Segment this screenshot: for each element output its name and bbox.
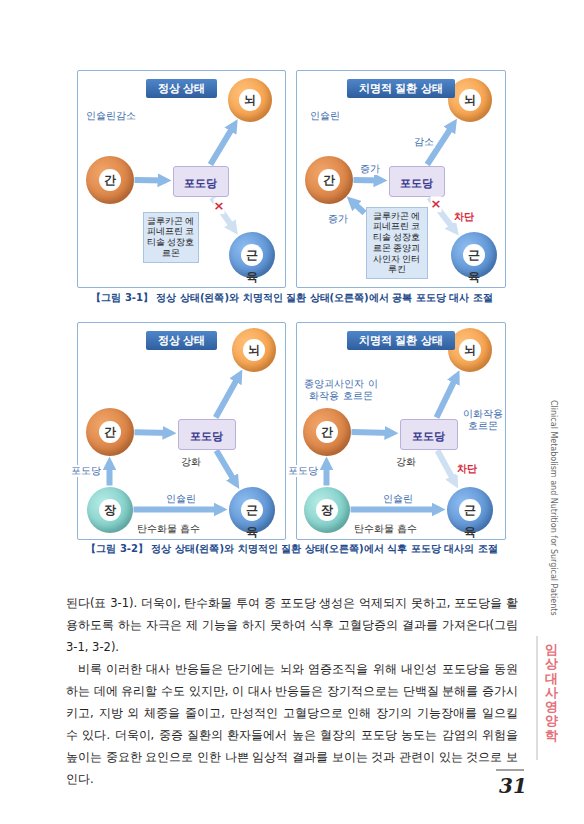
muscle-circle: 근육 bbox=[447, 487, 493, 533]
block-mark: × bbox=[214, 198, 225, 214]
brain-circle: 뇌 bbox=[228, 78, 272, 122]
section-tab: 임상 대사 영양학 bbox=[545, 643, 558, 743]
muscle-circle: 근육 bbox=[451, 232, 497, 278]
muscle-circle: 근육 bbox=[229, 487, 275, 533]
node-label: 뇌 bbox=[239, 89, 261, 111]
node-label: 근육 bbox=[241, 499, 263, 521]
flow-arrow bbox=[212, 198, 234, 230]
flow-arrow bbox=[324, 463, 330, 486]
glucose-box: 포도당 bbox=[400, 419, 458, 450]
annotation: 인슐린감소 bbox=[86, 110, 136, 122]
figure-caption: 【그림 3-1】 정상 상태(왼쪽)와 치명적인 질환 상태(오른쪽)에서 공복… bbox=[62, 292, 522, 304]
node-label: 근육 bbox=[463, 244, 485, 266]
panel-heading: 정상 상태 bbox=[146, 79, 218, 98]
liver-circle: 간 bbox=[86, 408, 134, 456]
flow-arrow bbox=[134, 429, 170, 436]
arrow-label: 증가 bbox=[327, 213, 349, 225]
annotation: 종양괴사인자 이화작용 호르몬 bbox=[300, 378, 382, 402]
annotation: 탄수화물 흡수 bbox=[354, 523, 417, 535]
arrow-label: 차단 bbox=[453, 211, 475, 223]
arrow-label: 포도당 bbox=[70, 465, 102, 477]
arrow-label: 감소 bbox=[413, 136, 435, 148]
page-number-rule bbox=[496, 770, 524, 771]
arrow-label: 인슐린 bbox=[382, 493, 414, 505]
node-label: 뇌 bbox=[243, 339, 265, 361]
flow-arrow bbox=[216, 451, 236, 484]
node-label: 장 bbox=[316, 499, 338, 521]
node-label: 근육 bbox=[241, 244, 263, 266]
running-title: Clinical Metabolism and Nutrition for Su… bbox=[548, 400, 558, 616]
flow-arrow bbox=[351, 432, 392, 433]
panel-heading: 치명적 질환 상태 bbox=[347, 331, 456, 350]
flow-arrow bbox=[134, 177, 165, 184]
annotation: 강화 bbox=[396, 456, 416, 468]
hormone-box: 글루카곤 에피네프린 코티솔 성장호르몬 bbox=[143, 212, 199, 263]
arrow-label: 차단 bbox=[456, 463, 478, 475]
liver-circle: 간 bbox=[305, 156, 353, 204]
flow-arrow bbox=[216, 375, 240, 418]
panel-heading: 정상 상태 bbox=[146, 331, 218, 350]
liver-circle: 간 bbox=[86, 156, 134, 204]
glucose-box: 포도당 bbox=[178, 419, 236, 450]
annotation: 인슐린 bbox=[310, 110, 340, 122]
body-text: 된다(표 3-1). 더욱이, 탄수화물 투여 중 포도당 생성은 억제되지 못… bbox=[66, 592, 518, 790]
panel-box: 뇌간 포도당근육 글루카곤 에피네프린 코티솔 성장호르몬 정상 상태 bbox=[77, 70, 286, 288]
flow-arrow bbox=[351, 507, 440, 513]
body-paragraph: 비록 이러한 대사 반응들은 단기에는 뇌와 염증조직을 위해 내인성 포도당을… bbox=[66, 658, 518, 790]
node-label: 간 bbox=[318, 169, 340, 191]
brain-circle: 뇌 bbox=[232, 328, 276, 372]
flow-arrow bbox=[437, 376, 457, 418]
annotation: 이화작용 호르몬 bbox=[460, 408, 506, 432]
node-label: 포도당 bbox=[400, 177, 433, 190]
node-label: 장 bbox=[99, 499, 121, 521]
hormone-box: 글루카곤 에피네프린 코티솔 성장호르몬 종양괴사인자 인터루킨 bbox=[366, 207, 428, 280]
node-label: 포도당 bbox=[184, 177, 217, 190]
node-label: 포도당 bbox=[190, 430, 223, 443]
flow-arrow bbox=[437, 451, 455, 484]
node-label: 뇌 bbox=[459, 339, 481, 361]
arrow-label: 포도당 bbox=[287, 465, 319, 477]
flow-arrow bbox=[351, 201, 364, 213]
body-paragraph: 된다(표 3-1). 더욱이, 탄수화물 투여 중 포도당 생성은 억제되지 못… bbox=[66, 592, 518, 658]
node-label: 근육 bbox=[459, 499, 481, 521]
gut-circle: 장 bbox=[304, 487, 350, 533]
flow-arrow bbox=[210, 124, 234, 164]
flow-arrow bbox=[353, 177, 381, 183]
annotation: 탄수화물 흡수 bbox=[137, 523, 200, 535]
node-label: 간 bbox=[316, 421, 338, 443]
muscle-circle: 근육 bbox=[229, 232, 275, 278]
node-label: 글루카곤 에피네프린 코티솔 성장호르몬 bbox=[146, 216, 196, 259]
flow-arrow bbox=[134, 507, 222, 513]
gut-circle: 장 bbox=[87, 487, 133, 533]
node-label: 간 bbox=[99, 169, 121, 191]
arrow-label: 인슐린 bbox=[165, 493, 197, 505]
glucose-box: 포도당 bbox=[173, 166, 229, 197]
flow-arrow bbox=[107, 463, 113, 486]
panel-heading: 치명적 질환 상태 bbox=[347, 79, 456, 98]
arrow-label: 증가 bbox=[359, 163, 381, 175]
node-label: 글루카곤 에피네프린 코티솔 성장호르몬 종양괴사인자 인터루킨 bbox=[369, 211, 425, 276]
node-label: 포도당 bbox=[412, 430, 445, 443]
node-label: 뇌 bbox=[459, 89, 481, 111]
annotation: 강화 bbox=[181, 456, 201, 468]
page-number: 31 bbox=[499, 774, 527, 798]
panel-box: 뇌간 포도당근육 글루카곤 에피네프린 코티솔 성장호르몬 종양괴사인자 인터루킨 치… bbox=[296, 70, 506, 288]
tab-rule bbox=[537, 636, 538, 760]
block-mark: × bbox=[431, 196, 442, 212]
figure-caption: 【그림 3-2】 정상 상태(왼쪽)와 치명적인 질환 상태(오른쪽)에서 식후… bbox=[62, 543, 522, 555]
glucose-box: 포도당 bbox=[389, 166, 445, 197]
node-label: 간 bbox=[99, 421, 121, 443]
panel-box: 뇌간 포도당근육 장 정상 상태 bbox=[77, 322, 286, 540]
liver-circle: 간 bbox=[303, 408, 351, 456]
